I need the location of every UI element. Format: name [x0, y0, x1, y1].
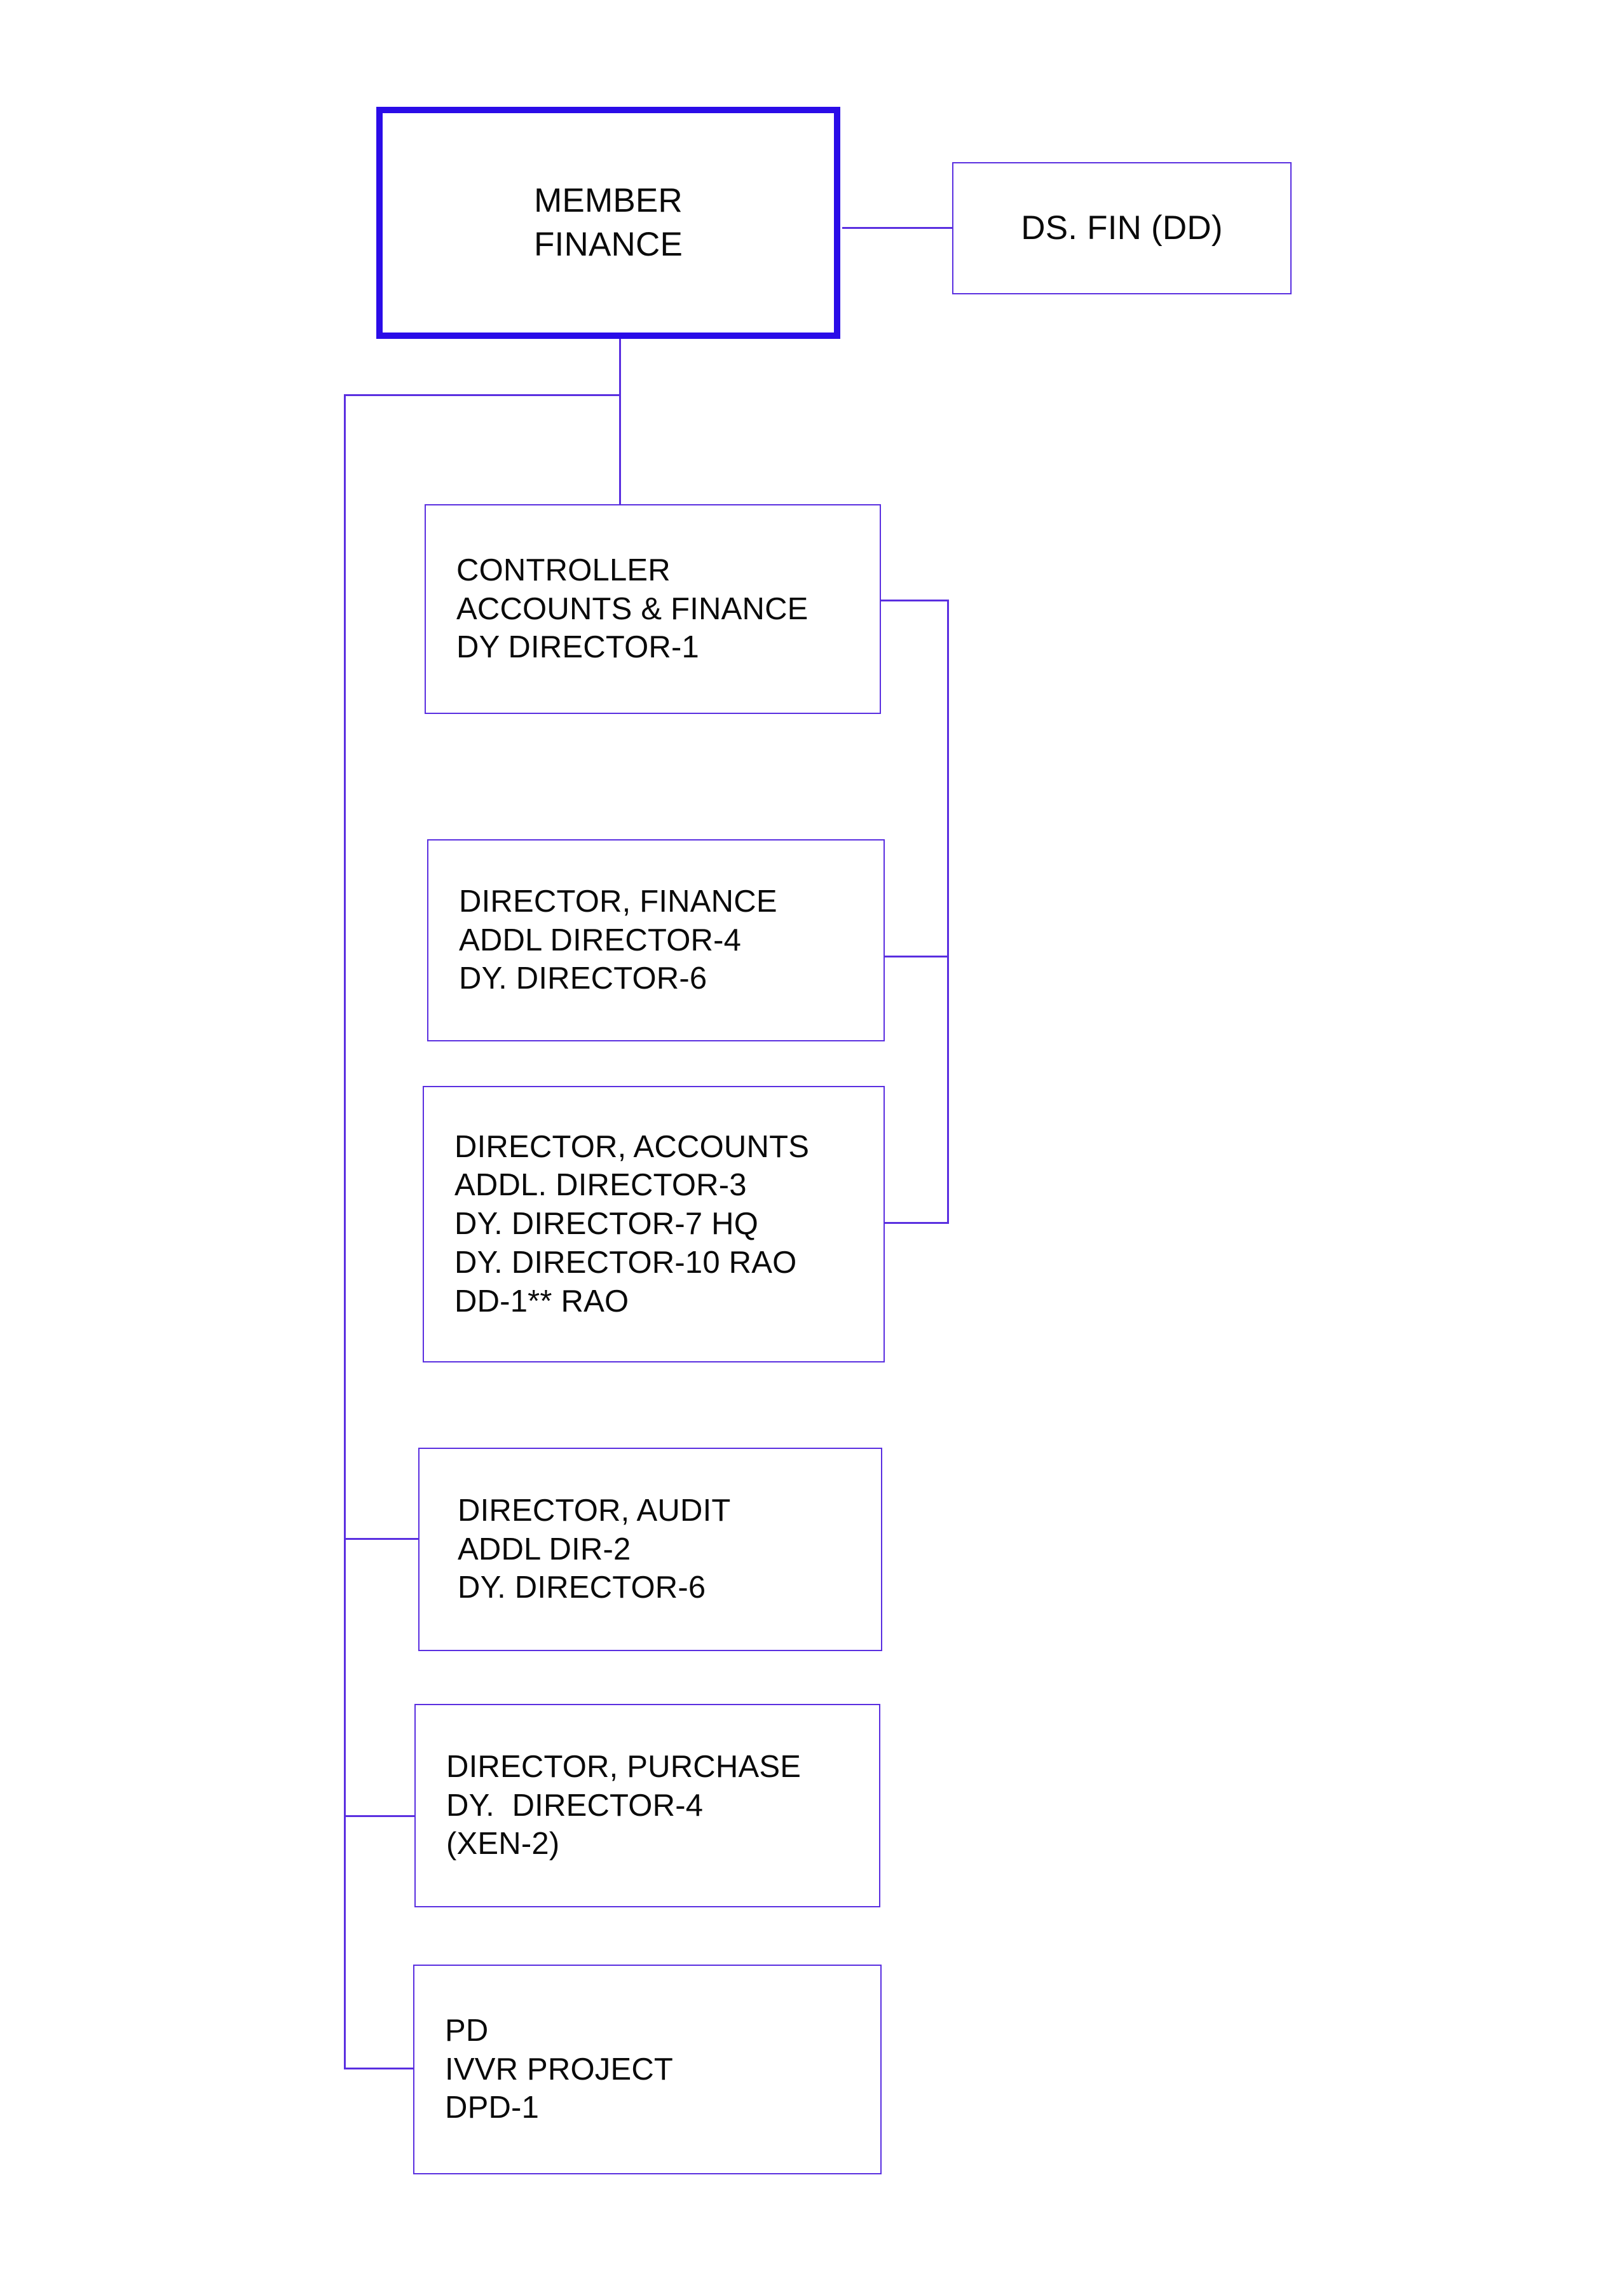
node-pd-ivvr-line-3: DPD-1 [445, 2090, 540, 2125]
node-director-accounts-line-5: DD-1** RAO [454, 1284, 629, 1319]
node-director-audit-line-2: ADDL DIR-2 [458, 1532, 631, 1567]
node-director-accounts-line-4: DY. DIRECTOR-10 RAO [454, 1245, 797, 1280]
node-director-accounts-line-3: DY. DIRECTOR-7 HQ [454, 1207, 759, 1242]
node-director-accounts[interactable]: DIRECTOR, ACCOUNTS ADDL. DIRECTOR-3 DY. … [423, 1086, 885, 1362]
connector-left-trunk [344, 394, 346, 2069]
node-director-audit-line-1: DIRECTOR, AUDIT [458, 1493, 731, 1528]
node-director-finance[interactable]: DIRECTOR, FINANCE ADDL DIRECTOR-4 DY. DI… [427, 839, 885, 1041]
node-director-audit[interactable]: DIRECTOR, AUDIT ADDL DIR-2 DY. DIRECTOR-… [418, 1448, 882, 1651]
node-controller-accounts-finance[interactable]: CONTROLLER ACCOUNTS & FINANCE DY DIRECTO… [425, 504, 881, 714]
connector-pd-ivvr-stub [344, 2068, 415, 2069]
node-director-purchase-line-3: (XEN-2) [446, 1827, 560, 1862]
node-director-finance-line-3: DY. DIRECTOR-6 [459, 961, 707, 996]
node-director-finance-line-1: DIRECTOR, FINANCE [459, 884, 777, 919]
node-director-accounts-line-1: DIRECTOR, ACCOUNTS [454, 1129, 810, 1164]
node-ds-fin-dd[interactable]: DS. FIN (DD) [952, 162, 1292, 294]
node-member-finance[interactable]: MEMBER FINANCE [376, 107, 840, 339]
node-director-audit-line-3: DY. DIRECTOR-6 [458, 1570, 706, 1605]
node-controller-line-1: CONTROLLER [456, 552, 671, 587]
node-member-finance-line-2: FINANCE [533, 225, 683, 263]
connector-trunk-top [344, 394, 621, 396]
node-pd-ivvr-line-1: PD [445, 2013, 489, 2048]
node-member-finance-line-1: MEMBER [534, 181, 683, 219]
node-director-accounts-line-2: ADDL. DIRECTOR-3 [454, 1168, 747, 1203]
connector-director-accounts-stub [885, 1222, 949, 1224]
node-controller-line-2: ACCOUNTS & FINANCE [456, 591, 809, 626]
connector-director-finance-stub [885, 956, 949, 957]
connector-root-to-controller [619, 394, 621, 505]
node-ds-fin-dd-line-1: DS. FIN (DD) [1021, 209, 1223, 247]
connector-director-purchase-stub [344, 1815, 416, 1817]
node-pd-ivvr-project[interactable]: PD IVVR PROJECT DPD-1 [413, 1965, 882, 2174]
node-pd-ivvr-line-2: IVVR PROJECT [445, 2052, 674, 2087]
node-director-purchase-line-2: DY. DIRECTOR-4 [446, 1788, 704, 1823]
connector-root-stem [619, 337, 621, 395]
connector-right-spine [947, 600, 949, 1224]
node-controller-line-3: DY DIRECTOR-1 [456, 630, 699, 665]
connector-controller-stub [880, 600, 949, 601]
node-director-purchase-line-1: DIRECTOR, PURCHASE [446, 1749, 802, 1784]
connector-root-to-ds-fin [842, 227, 953, 229]
connector-director-audit-stub [344, 1538, 420, 1540]
node-director-finance-line-2: ADDL DIRECTOR-4 [459, 923, 742, 957]
node-director-purchase[interactable]: DIRECTOR, PURCHASE DY. DIRECTOR-4 (XEN-2… [414, 1704, 880, 1907]
